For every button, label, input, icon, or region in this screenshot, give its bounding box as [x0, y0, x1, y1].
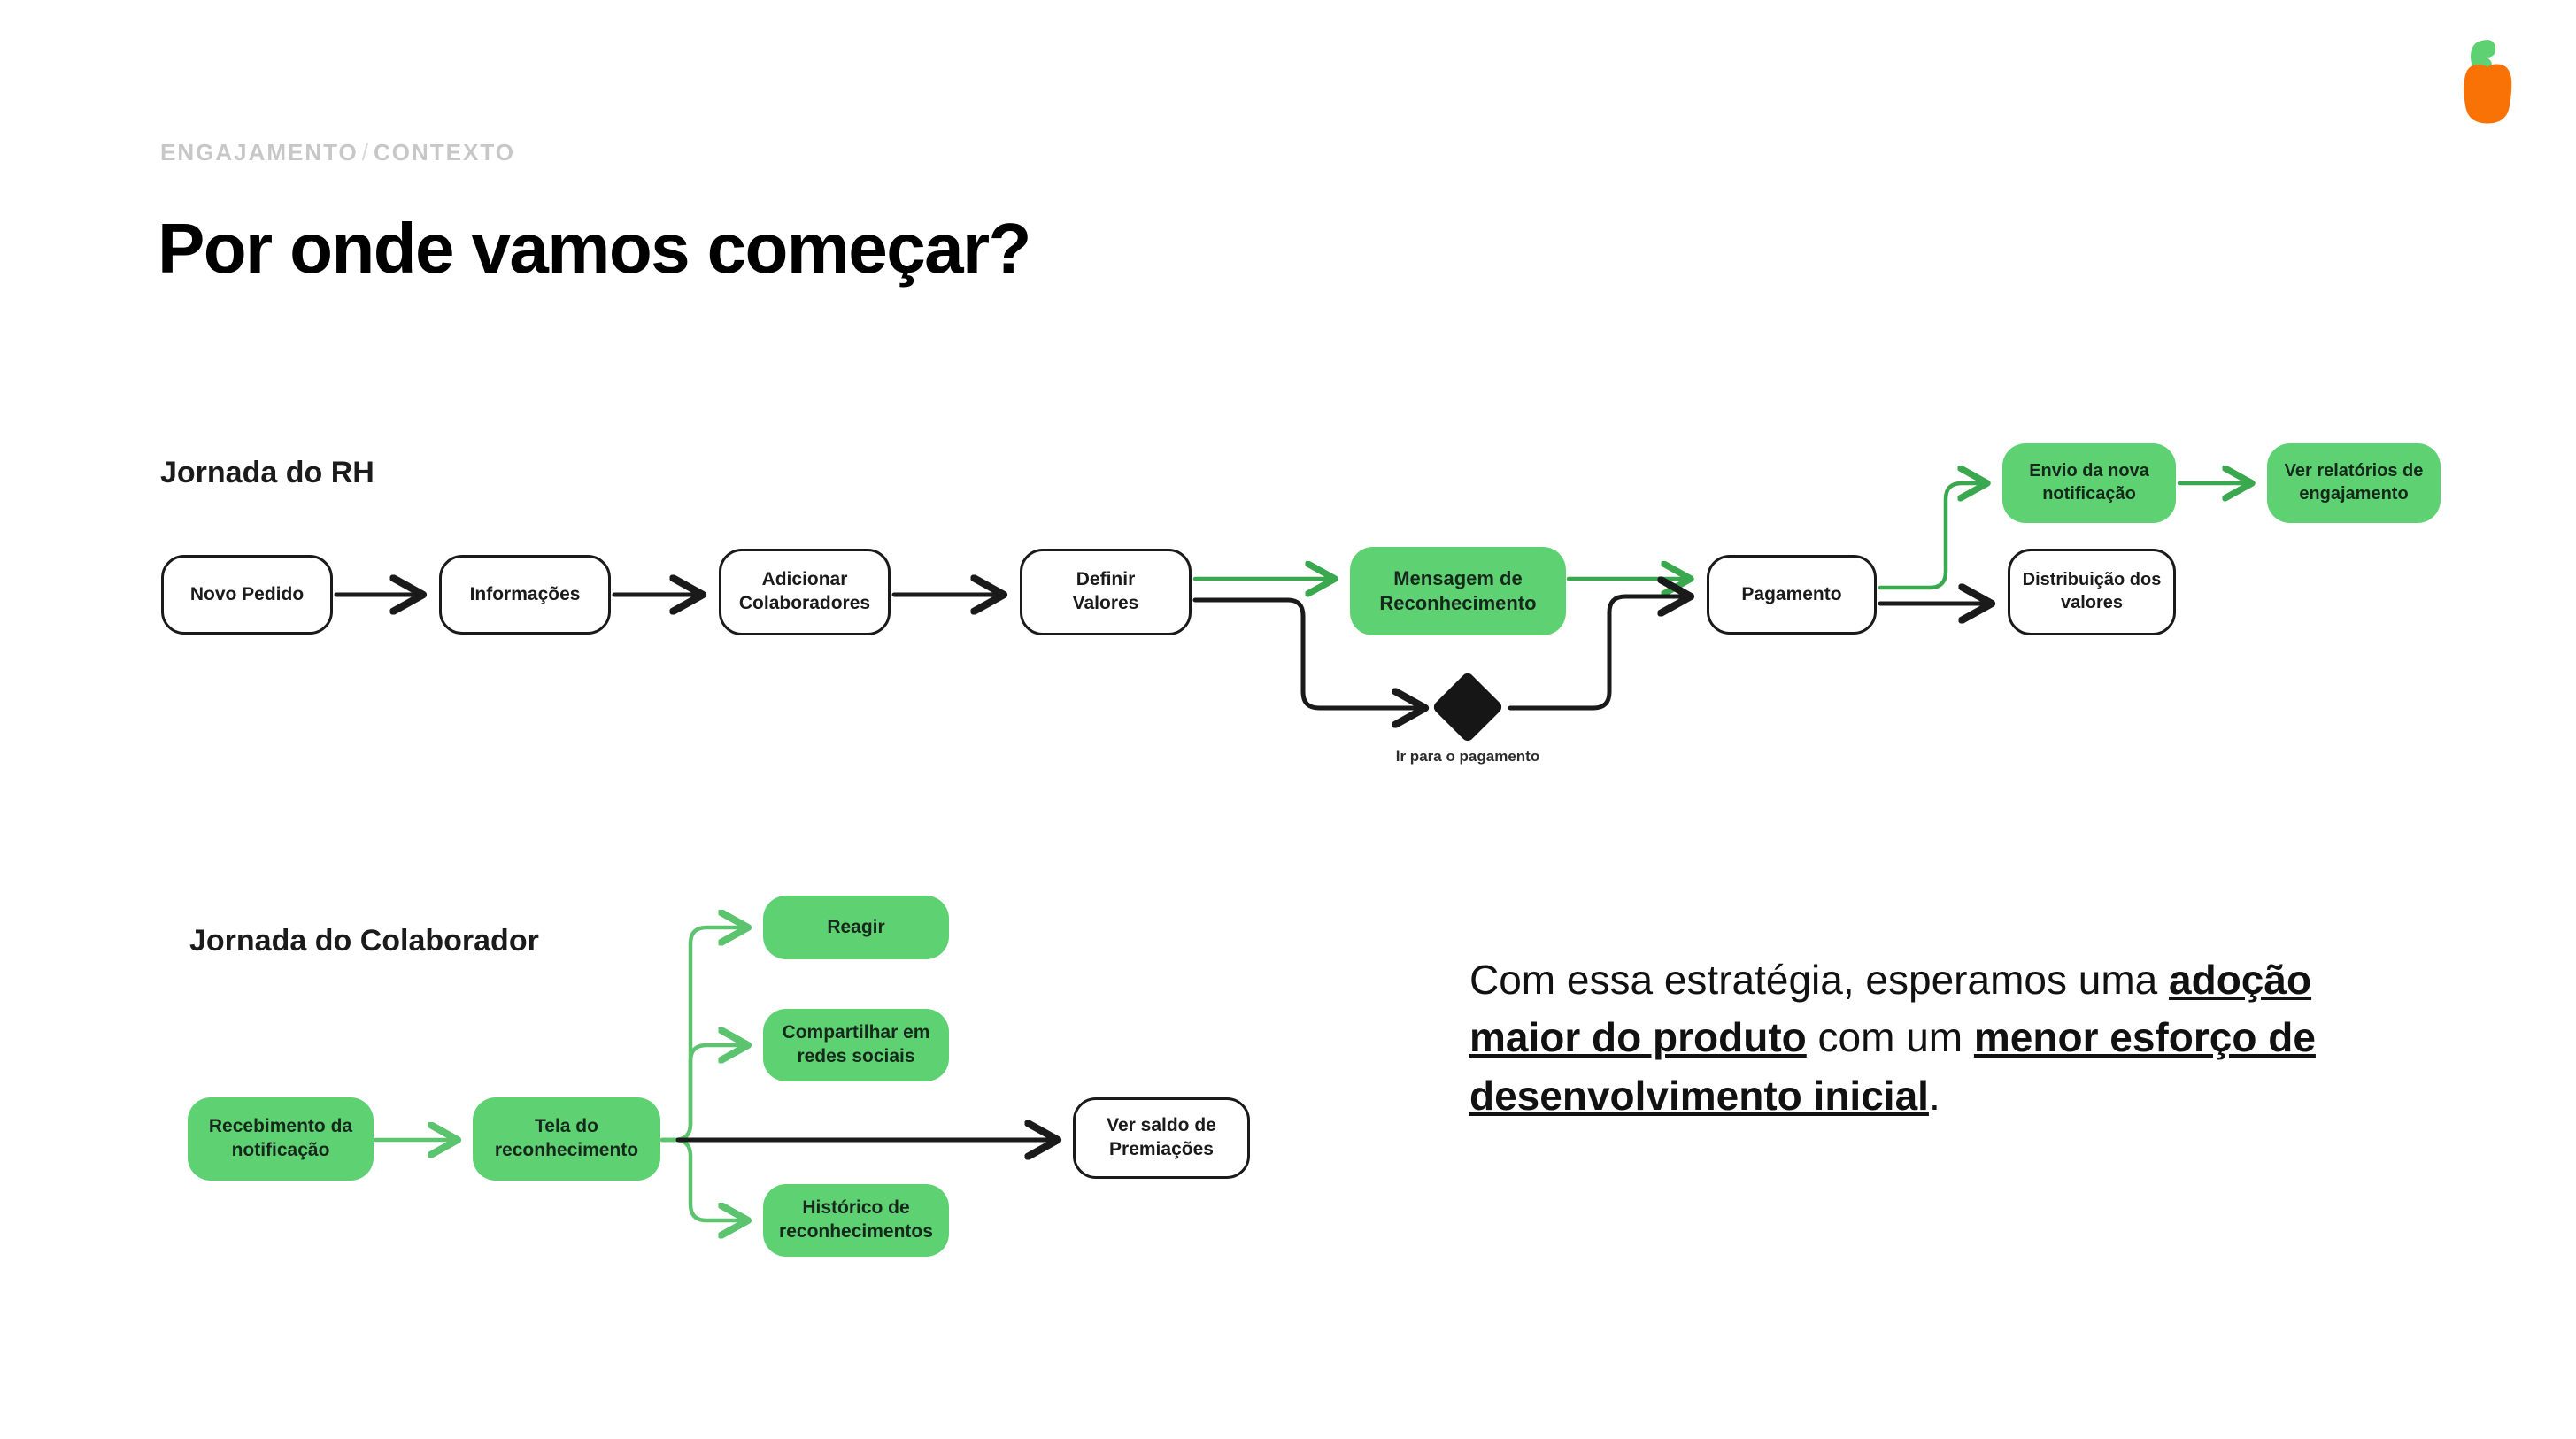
edge-tela-to-compartilhar [659, 1045, 748, 1143]
flow-heading-jornada-rh: Jornada do RH [160, 456, 374, 489]
body-copy-part2: com um [1806, 1014, 1974, 1061]
breadcrumb-secondary: CONTEXTO [374, 139, 515, 165]
edge-diamond-to-pagamento [1508, 596, 1691, 711]
flow-node-pagamento[interactable]: Pagamento [1707, 555, 1877, 635]
body-copy-part1: Com essa estratégia, esperamos uma [1469, 957, 2170, 1003]
breadcrumb-primary: ENGAJAMENTO [160, 139, 359, 165]
edge-tela-to-reagir [659, 927, 748, 1143]
body-copy-highlight2: menor esforço de desenvolvimento inicial [1469, 1014, 2316, 1119]
edge-tela-to-historico [659, 1137, 748, 1220]
breadcrumb: ENGAJAMENTO/CONTEXTO [160, 139, 515, 166]
decision-label: Ir para o pagamento [1395, 748, 1540, 765]
body-copy-highlight1: adoção maior do produto [1469, 957, 2312, 1061]
breadcrumb-separator: / [361, 139, 371, 165]
flow-heading-jornada-colaborador: Jornada do Colaborador [189, 924, 539, 958]
pepper-logo [2455, 37, 2520, 129]
flow-node-informacoes[interactable]: Informações [439, 555, 611, 635]
page-title: Por onde vamos começar? [158, 209, 1031, 288]
body-copy-part3: . [1928, 1072, 1940, 1119]
body-copy: Com essa estratégia, esperamos uma adoçã… [1469, 951, 2355, 1125]
edge-definir-to-diamond [1192, 597, 1425, 708]
edge-pagamento-to-envio [1878, 483, 1987, 590]
flow-node-reagir[interactable]: Reagir [763, 896, 949, 959]
flow-node-novo-pedido[interactable]: Novo Pedido [161, 555, 333, 635]
